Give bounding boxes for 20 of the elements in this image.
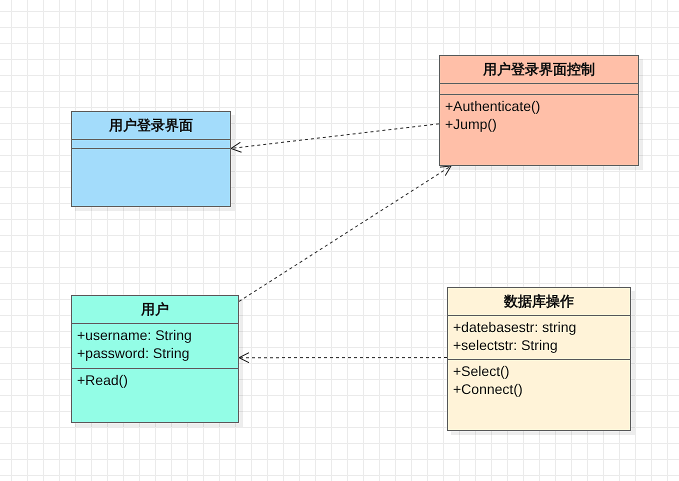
attribute-text: +username: String [77, 326, 192, 344]
method-text: +Connect() [453, 380, 523, 398]
method-text: +Select() [453, 362, 510, 380]
attribute-text: +datebasestr: string [453, 318, 576, 336]
attribute-text: +password: String [77, 344, 190, 362]
class-box [447, 287, 631, 431]
class-name: 用户登录界面控制 [483, 60, 595, 78]
class-name: 用户登录界面 [109, 116, 193, 134]
class-box [439, 55, 639, 166]
class-name: 数据库操作 [504, 292, 574, 310]
class-box [71, 295, 239, 423]
class-box [71, 111, 231, 207]
method-text: +Authenticate() [445, 97, 540, 115]
attribute-text: +selectstr: String [453, 336, 558, 354]
class-name: 用户 [141, 300, 169, 318]
method-text: +Jump() [445, 115, 497, 133]
dependency-arrow [230, 123, 440, 153]
method-text: +Read() [77, 371, 128, 389]
dependency-arrow [238, 352, 448, 364]
dependency-arrow [238, 166, 452, 302]
